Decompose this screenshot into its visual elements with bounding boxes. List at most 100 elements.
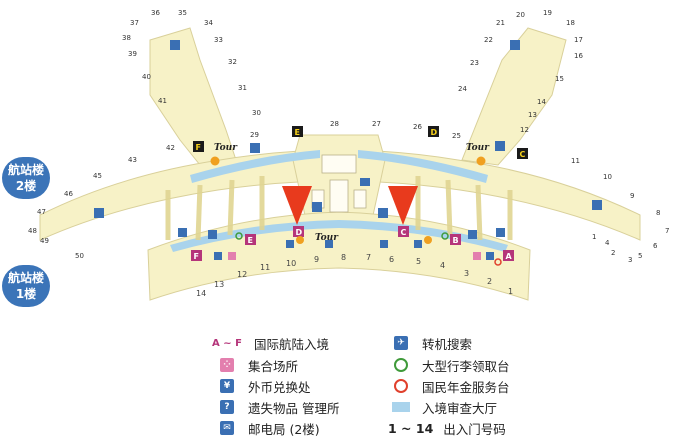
section-letter-c-lower: C bbox=[398, 226, 409, 237]
meeting-point-icon bbox=[473, 252, 481, 260]
arrow-down-icon bbox=[282, 186, 312, 225]
svg-text:D: D bbox=[431, 128, 438, 137]
svg-text:C: C bbox=[401, 228, 407, 237]
gate-label: 40 bbox=[142, 73, 151, 81]
gate-label: 37 bbox=[130, 19, 139, 27]
center-building bbox=[311, 154, 367, 213]
entry-number: 11 bbox=[260, 263, 270, 272]
transfer-search-icon bbox=[468, 230, 477, 239]
gate-label: 11 bbox=[571, 157, 580, 165]
gate-label: 6 bbox=[653, 242, 658, 250]
section-letter-a-lower: A bbox=[503, 250, 514, 261]
gate-label: 13 bbox=[528, 111, 537, 119]
hall-swatch-icon bbox=[392, 402, 410, 412]
currency-exchange-icon: ¥ bbox=[220, 379, 234, 393]
section-letter-e-upper: E bbox=[292, 126, 303, 137]
lost-found-icon bbox=[414, 240, 422, 248]
section-letter-d-upper: D bbox=[428, 126, 439, 137]
gate-label: 7 bbox=[665, 227, 669, 235]
connectors bbox=[165, 176, 513, 241]
meeting-point-icon: ⁘ bbox=[220, 358, 234, 372]
entry-numbers: 14 13 12 11 10 9 8 7 6 5 4 3 2 1 bbox=[196, 253, 513, 298]
entry-letter-icon: A ~ F bbox=[212, 337, 242, 349]
gate-label: 30 bbox=[252, 109, 261, 117]
section-letter-b-lower: B bbox=[450, 234, 461, 245]
svg-text:A: A bbox=[506, 252, 513, 261]
legend-immigration-hall: 入境审查大厅 bbox=[390, 398, 497, 416]
legend-label: 大型行李领取台 bbox=[422, 358, 510, 374]
entry-number: 13 bbox=[214, 280, 224, 289]
meeting-point-icon bbox=[228, 252, 236, 260]
floor-badge-floor: 1楼 bbox=[15, 287, 37, 301]
gate-label: 49 bbox=[40, 237, 49, 245]
gate-number-range: 1 ~ 14 bbox=[388, 420, 434, 436]
legend-lost-found: ? 遗失物品 管理所 bbox=[216, 398, 339, 416]
tour-icon bbox=[296, 236, 304, 244]
lost-found-icon bbox=[286, 240, 294, 248]
section-letter-f-upper: F bbox=[193, 141, 204, 152]
legend-pension-service: 国民年金服务台 bbox=[390, 377, 510, 395]
legend-label: 国民年金服务台 bbox=[422, 379, 510, 395]
svg-text:F: F bbox=[194, 252, 199, 261]
legend-label: 入境审查大厅 bbox=[422, 400, 498, 416]
transfer-search-icon bbox=[312, 202, 322, 212]
entry-number: 12 bbox=[237, 270, 247, 279]
gate-label: 48 bbox=[28, 227, 37, 235]
currency-exchange-icon bbox=[325, 240, 333, 248]
section-letter-e-lower: E bbox=[245, 234, 256, 245]
tour-label-left: Tour bbox=[214, 143, 238, 153]
gate-label: 15 bbox=[555, 75, 564, 83]
gate-label: 19 bbox=[543, 9, 552, 17]
svg-text:B: B bbox=[453, 236, 459, 245]
gate-label: 17 bbox=[574, 36, 583, 44]
entry-number: 2 bbox=[487, 277, 492, 286]
gate-label: 46 bbox=[64, 190, 73, 198]
gate-label: 34 bbox=[204, 19, 213, 27]
gate-label: 22 bbox=[484, 36, 493, 44]
gate-label: 25 bbox=[452, 132, 461, 140]
legend-label: 转机搜索 bbox=[422, 336, 473, 352]
arrow-down-icon bbox=[388, 186, 418, 225]
svg-text:C: C bbox=[520, 150, 526, 159]
section-letters: F E D C F E D C bbox=[191, 126, 528, 261]
svg-text:D: D bbox=[296, 228, 303, 237]
entry-number: 4 bbox=[440, 261, 445, 270]
currency-exchange-icon bbox=[486, 252, 494, 260]
transfer-search-icon bbox=[250, 143, 260, 153]
gate-label: 38 bbox=[122, 34, 131, 42]
transfer-search-icon bbox=[378, 208, 388, 218]
gate-label: 36 bbox=[151, 9, 160, 17]
currency-exchange-icon bbox=[380, 240, 388, 248]
entry-number: 7 bbox=[366, 253, 371, 262]
transfer-search-icon: ✈ bbox=[394, 336, 408, 350]
gate-label: 10 bbox=[603, 173, 612, 181]
gate-label: 4 bbox=[605, 239, 610, 247]
tour-icon bbox=[210, 156, 220, 166]
entry-number: 1 bbox=[508, 287, 513, 296]
gate-label: 35 bbox=[178, 9, 187, 17]
gate-label: 2 bbox=[611, 249, 615, 257]
pension-icon bbox=[494, 258, 502, 266]
gate-label: 27 bbox=[372, 120, 381, 128]
floor-badge-title: 航站楼 bbox=[7, 271, 44, 285]
transfer-search-icon bbox=[178, 228, 187, 237]
legend-gate-numbers: 1 ~ 14 出入门号码 bbox=[388, 419, 506, 437]
gate-label: 42 bbox=[166, 144, 175, 152]
floor-badge-title: 航站楼 bbox=[7, 163, 44, 177]
gate-label: 33 bbox=[214, 36, 223, 44]
transfer-search-icon bbox=[510, 40, 520, 50]
legend-currency-exchange: ¥ 外币兑换处 bbox=[216, 377, 311, 395]
tour-label-center: Tour bbox=[315, 233, 339, 243]
legend-label: 集合场所 bbox=[248, 358, 299, 374]
gate-label: 23 bbox=[470, 59, 479, 67]
svg-text:E: E bbox=[248, 236, 253, 245]
immigration-hall-bands bbox=[170, 150, 508, 252]
facility-icons bbox=[214, 232, 502, 266]
section-letter-c-upper: C bbox=[517, 148, 528, 159]
gate-label: 18 bbox=[566, 19, 575, 27]
transfer-search-icon bbox=[94, 208, 104, 218]
legend-meeting-point: ⁘ 集合场所 bbox=[216, 356, 298, 374]
gate-label: 21 bbox=[496, 19, 505, 27]
tour-icon bbox=[424, 236, 432, 244]
pension-ring-icon bbox=[394, 379, 408, 393]
